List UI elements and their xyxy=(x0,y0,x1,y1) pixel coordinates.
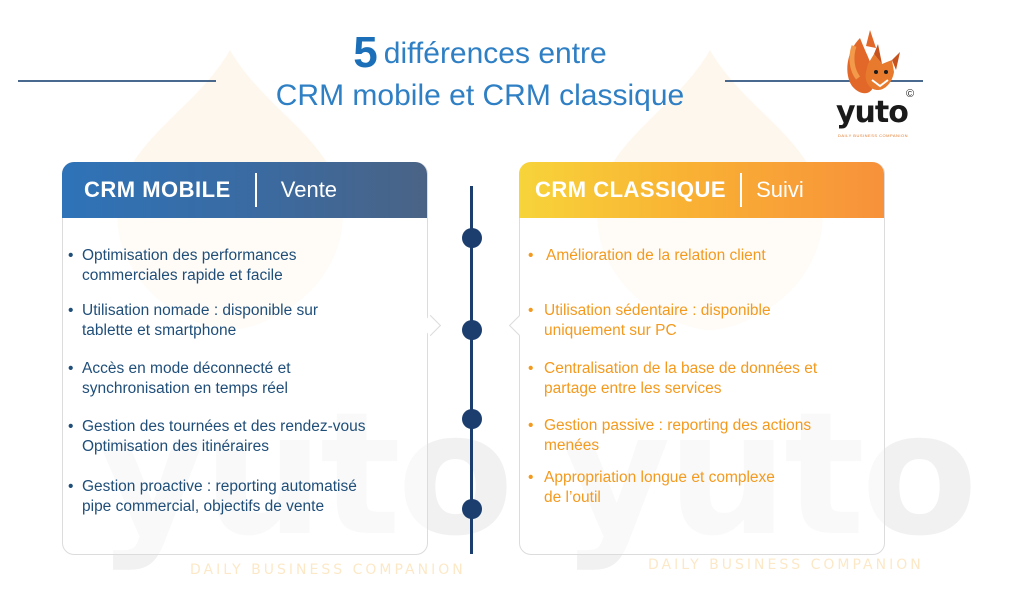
title-line-1: différences entre xyxy=(383,37,607,70)
list-item: • Gestion passive : reporting des action… xyxy=(528,416,888,456)
bullet-icon: • xyxy=(528,302,534,319)
list-item: • Utilisation nomade : disponible sur ta… xyxy=(68,301,428,341)
title-divider-left xyxy=(18,80,216,82)
item-line-2: de l’outil xyxy=(544,489,601,506)
item-line-2: menées xyxy=(544,437,600,454)
item-line-1: Optimisation des performances xyxy=(82,247,297,264)
item-line-1: Utilisation sédentaire : disponible xyxy=(544,302,771,319)
fox-logo-icon xyxy=(847,30,900,94)
item-line-2: commerciales rapide et facile xyxy=(82,267,283,284)
watermark-tagline-left: DAILY BUSINESS COMPANION xyxy=(190,562,466,578)
timeline-dot xyxy=(462,409,482,429)
item-line-1: Centralisation de la base de données et xyxy=(544,360,818,377)
crm-classique-separator xyxy=(740,173,743,207)
timeline-dot xyxy=(462,499,482,519)
crm-mobile-card xyxy=(62,162,428,555)
item-line-2: tablette et smartphone xyxy=(82,322,237,339)
logo-copyright: © xyxy=(906,88,915,100)
crm-mobile-title: CRM MOBILE xyxy=(84,177,231,202)
watermark-tagline-right: DAILY BUSINESS COMPANION xyxy=(648,557,924,573)
item-line-1: Gestion passive : reporting des actions xyxy=(544,417,812,434)
crm-mobile-subtitle: Vente xyxy=(280,177,338,202)
item-line-2: partage entre les services xyxy=(544,380,722,397)
list-item: • Utilisation sédentaire : disponible un… xyxy=(528,301,888,341)
item-line-2: synchronisation en temps réel xyxy=(82,380,288,397)
bullet-icon: • xyxy=(68,302,74,319)
item-line-1: Accès en mode déconnecté et xyxy=(82,360,291,377)
bullet-icon: • xyxy=(68,360,74,377)
logo-wordmark: yuto xyxy=(836,95,909,130)
bullet-icon: • xyxy=(528,360,534,377)
crm-classique-title: CRM CLASSIQUE xyxy=(535,177,727,202)
crm-mobile-separator xyxy=(254,173,257,207)
list-item: • Appropriation longue et complexe de l’… xyxy=(528,468,888,508)
list-item: • Gestion des tournées et des rendez-vou… xyxy=(68,417,428,457)
bullet-icon: • xyxy=(68,247,74,264)
list-item: • Centralisation de la base de données e… xyxy=(528,359,888,399)
item-line-1: Gestion proactive : reporting automatisé xyxy=(82,478,357,495)
title-number: 5 xyxy=(353,28,378,77)
list-item: • Accès en mode déconnecté et synchronis… xyxy=(68,359,428,399)
item-line-2: uniquement sur PC xyxy=(544,322,677,339)
bullet-icon: • xyxy=(68,478,74,495)
crm-mobile-header: CRM MOBILE Vente xyxy=(62,162,427,218)
crm-classique-card xyxy=(519,162,885,555)
timeline-dot xyxy=(462,228,482,248)
bullet-icon: • xyxy=(528,247,534,264)
crm-classique-header: CRM CLASSIQUE Suivi xyxy=(519,162,884,218)
item-line-1: Amélioration de la relation client xyxy=(546,247,766,264)
list-item: • Optimisation des performances commerci… xyxy=(68,246,428,286)
bullet-icon: • xyxy=(528,417,534,434)
list-item: • Amélioration de la relation client xyxy=(528,246,888,266)
item-line-1: Appropriation longue et complexe xyxy=(544,469,775,486)
logo-tagline: DAILY BUSINESS COMPANION xyxy=(838,133,909,138)
bullet-icon: • xyxy=(68,418,74,435)
title-divider-right xyxy=(725,80,923,82)
crm-classique-subtitle: Suivi xyxy=(756,177,804,202)
item-line-2: Optimisation des itinéraires xyxy=(82,438,269,455)
title-line-2: CRM mobile et CRM classique xyxy=(275,78,685,112)
item-line-2: pipe commercial, objectifs de vente xyxy=(82,498,325,515)
item-line-1: Utilisation nomade : disponible sur xyxy=(82,302,319,319)
list-item: • Gestion proactive : reporting automati… xyxy=(68,477,428,517)
timeline-line xyxy=(470,186,473,554)
bullet-icon: • xyxy=(528,469,534,486)
item-line-1: Gestion des tournées et des rendez-vous xyxy=(82,418,366,435)
timeline-dot xyxy=(462,320,482,340)
